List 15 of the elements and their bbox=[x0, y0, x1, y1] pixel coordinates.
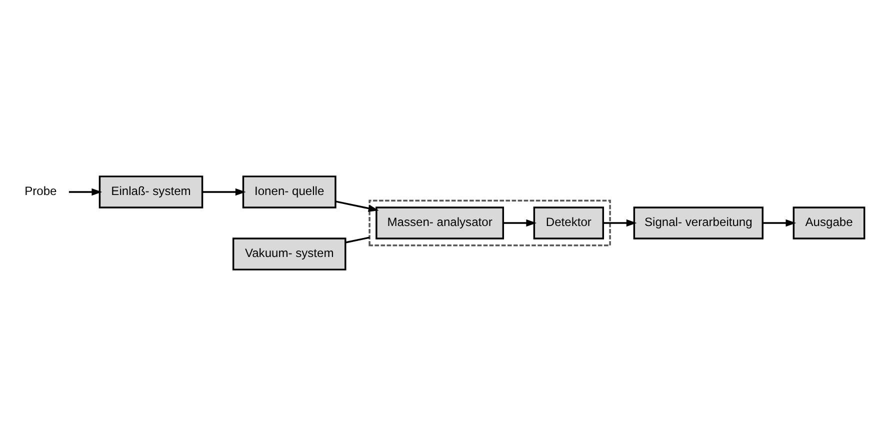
node-box: Einlaß- system bbox=[98, 176, 204, 208]
node-box: Massen- analysator bbox=[376, 206, 504, 240]
arrow bbox=[335, 200, 379, 212]
node-box: Ionen- quelle bbox=[242, 176, 336, 208]
arrow bbox=[202, 188, 246, 196]
arrow bbox=[762, 219, 796, 227]
node-box: Vakuum- system bbox=[232, 238, 346, 270]
arrow bbox=[68, 188, 102, 196]
node-box: Signal- verarbeitung bbox=[633, 206, 764, 240]
connector bbox=[345, 236, 370, 244]
arrow bbox=[603, 219, 637, 227]
node-box: Ausgabe bbox=[792, 206, 866, 240]
arrow bbox=[504, 219, 537, 227]
node-box: Detektor bbox=[533, 206, 604, 240]
node-text: Probe bbox=[24, 184, 57, 198]
